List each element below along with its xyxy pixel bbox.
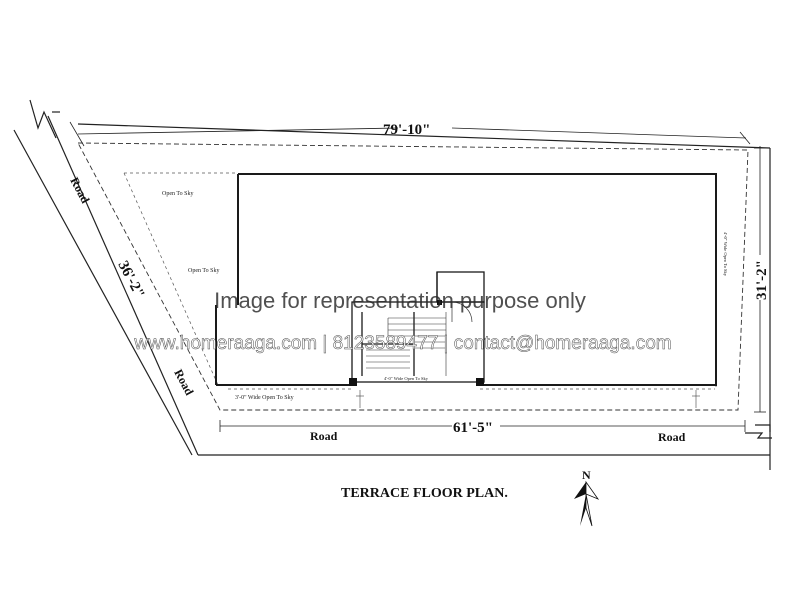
north-arrow-icon: N (574, 468, 600, 527)
watermark-representation-text: Image for representation purpose only (214, 288, 586, 313)
stair-bottom-label: 4'-0" Wide Open To Sky (384, 376, 429, 381)
plan-title: TERRACE FLOOR PLAN. (341, 486, 508, 501)
road-label-left-upper: Road (67, 175, 92, 206)
right-depth-dimension: 31'-2" (754, 260, 770, 300)
dimension-lines (69, 121, 766, 432)
open-to-sky-label-mid: Open To Sky (188, 268, 219, 274)
offset-markers (356, 390, 700, 408)
door-swing (451, 301, 473, 323)
north-arrow-label: N (582, 468, 591, 482)
road-label-bottom-left: Road (310, 429, 338, 443)
road-label-left-lower: Road (171, 367, 196, 398)
stair-treads (366, 312, 447, 376)
inner-setback-line (123, 172, 717, 390)
top-width-dimension: 79'-10" (383, 122, 431, 138)
open-to-sky-label-bottom: 3'-0" Wide Open To Sky (235, 395, 294, 401)
watermark-contact-text: www.homeraaga.com | 8123589477 | contact… (133, 333, 671, 354)
open-to-sky-label-top: Open To Sky (162, 191, 193, 197)
open-to-sky-label-right: 4'-0" Wide Open To Sky (723, 232, 728, 277)
columns (349, 300, 484, 386)
bottom-width-dimension: 61'-5" (453, 420, 493, 436)
plot-boundary (13, 99, 772, 470)
staircase-block (351, 271, 485, 383)
setback-line (77, 142, 749, 411)
building-walls (215, 173, 717, 386)
road-label-bottom-right: Road (658, 430, 686, 444)
